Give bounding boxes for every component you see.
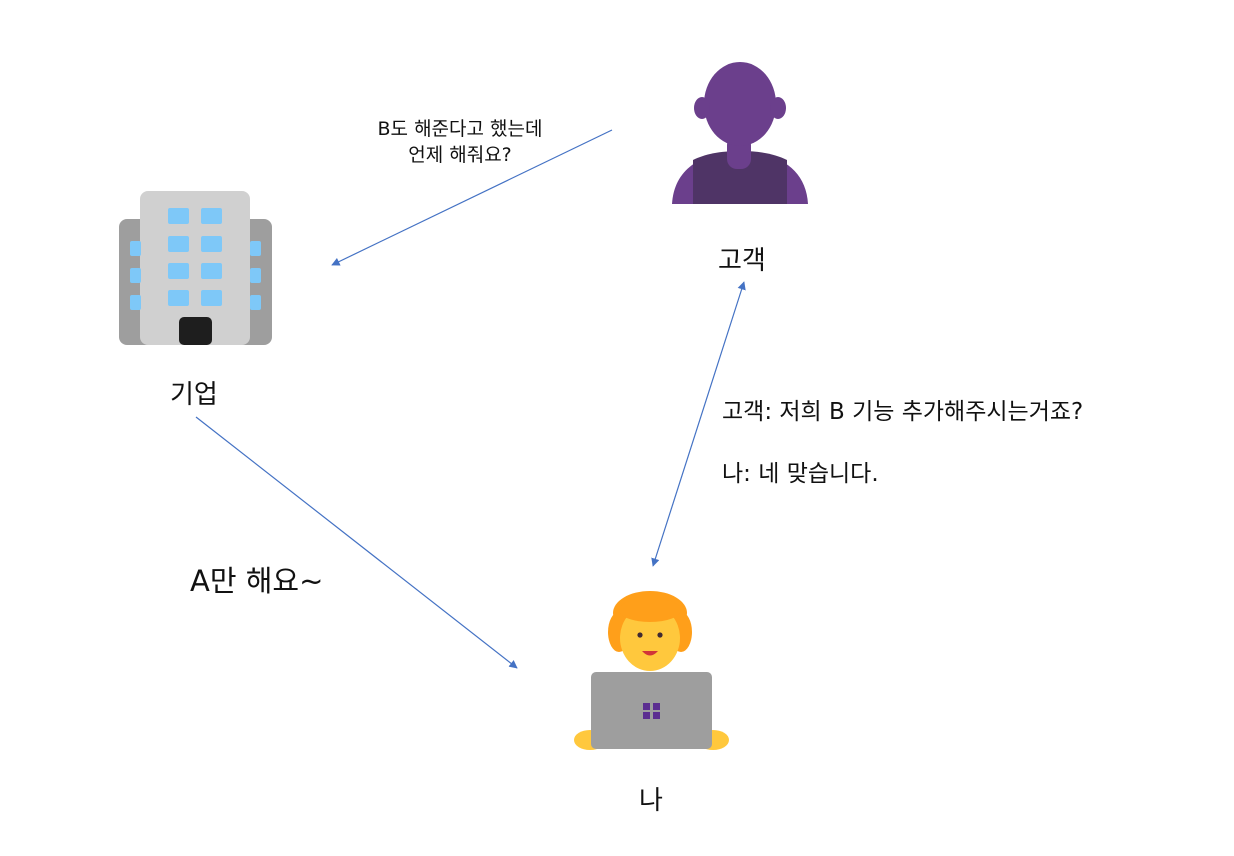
company-label: 기업 (170, 380, 218, 410)
edge-label-line-2: 언제 해줘요? (408, 144, 512, 166)
edge-label-customer-question: 고객: 저희 B 기능 추가해주시는거죠? (722, 399, 1084, 425)
edge-label-me-answer: 나: 네 맞습니다. (722, 461, 879, 487)
edge-label-company-to-me: A만 해요~ (190, 564, 324, 598)
arrow-customer-to-company (331, 129, 613, 266)
me-label: 나 (639, 786, 663, 816)
building-icon (119, 191, 272, 345)
person-with-laptop-icon (574, 591, 729, 750)
customer-person-icon (672, 62, 808, 204)
arrow-company-to-me (195, 416, 518, 669)
edge-label-customer-to-company: B도 해준다고 했는데 언제 해줘요? (340, 116, 580, 168)
arrow-customer-me (651, 281, 746, 567)
customer-label: 고객 (718, 246, 766, 276)
edge-label-line-1: B도 해준다고 했는데 (377, 118, 543, 140)
